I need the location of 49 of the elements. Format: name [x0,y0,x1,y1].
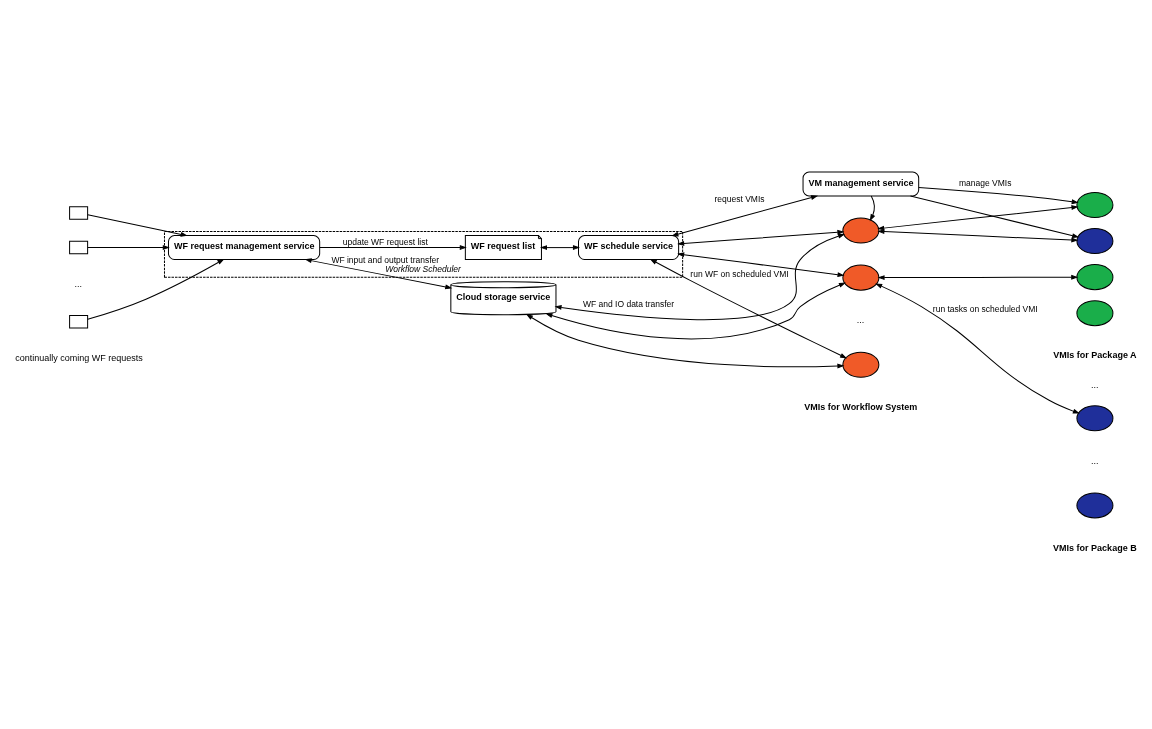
node-ellipse [1076,299,1114,326]
label: ... [74,278,83,289]
label: VMIs for Package B [1053,542,1137,553]
node-box: VM management service [802,171,920,197]
label: VMIs for Package A [1053,349,1137,360]
arrow [878,204,1078,230]
arrow [546,282,846,339]
edge-label: update WF request list [342,236,428,247]
arrow [869,195,875,220]
arrow [918,186,1078,204]
node-ellipse [842,217,880,244]
node-document [69,314,89,328]
arrow [876,283,1079,414]
arrow [910,195,1079,238]
node-ellipse [1076,263,1114,290]
arrow [526,313,844,368]
label: ... [1090,455,1099,466]
edge-label: run WF on scheduled VMI [690,268,789,279]
edge-label: WF input and output transfer [331,254,440,265]
edge-label: run tasks on scheduled VMI [932,303,1038,314]
node-document [69,240,89,254]
arrow [650,258,847,358]
label: ... [856,314,865,325]
arrow [305,257,452,289]
edge-label: request VMIs [714,193,765,204]
label: ... [1090,379,1099,390]
label: VMIs for Workflow System [804,401,918,412]
arrow [555,233,845,320]
arrow [87,213,187,237]
node-ellipse [1076,191,1114,218]
node-box: WF request management service [168,234,321,260]
label: continually coming WF requests [15,352,143,363]
node-ellipse [1076,491,1114,518]
node-box: WF schedule service [578,234,680,260]
edge-label: WF and IO data transfer [582,298,675,309]
node-ellipse [1076,227,1114,254]
arrow [878,228,1078,242]
arrow [319,244,466,250]
arrow [878,274,1078,280]
node-ellipse [842,264,880,291]
arrow [541,244,579,250]
node-document [69,205,89,220]
arrow [678,229,844,246]
arrow [87,258,224,320]
arrow [672,194,818,236]
arrow [678,251,844,277]
node-ellipse [1076,404,1114,431]
edge-label: manage VMIs [959,177,1012,188]
arrow [87,244,169,250]
